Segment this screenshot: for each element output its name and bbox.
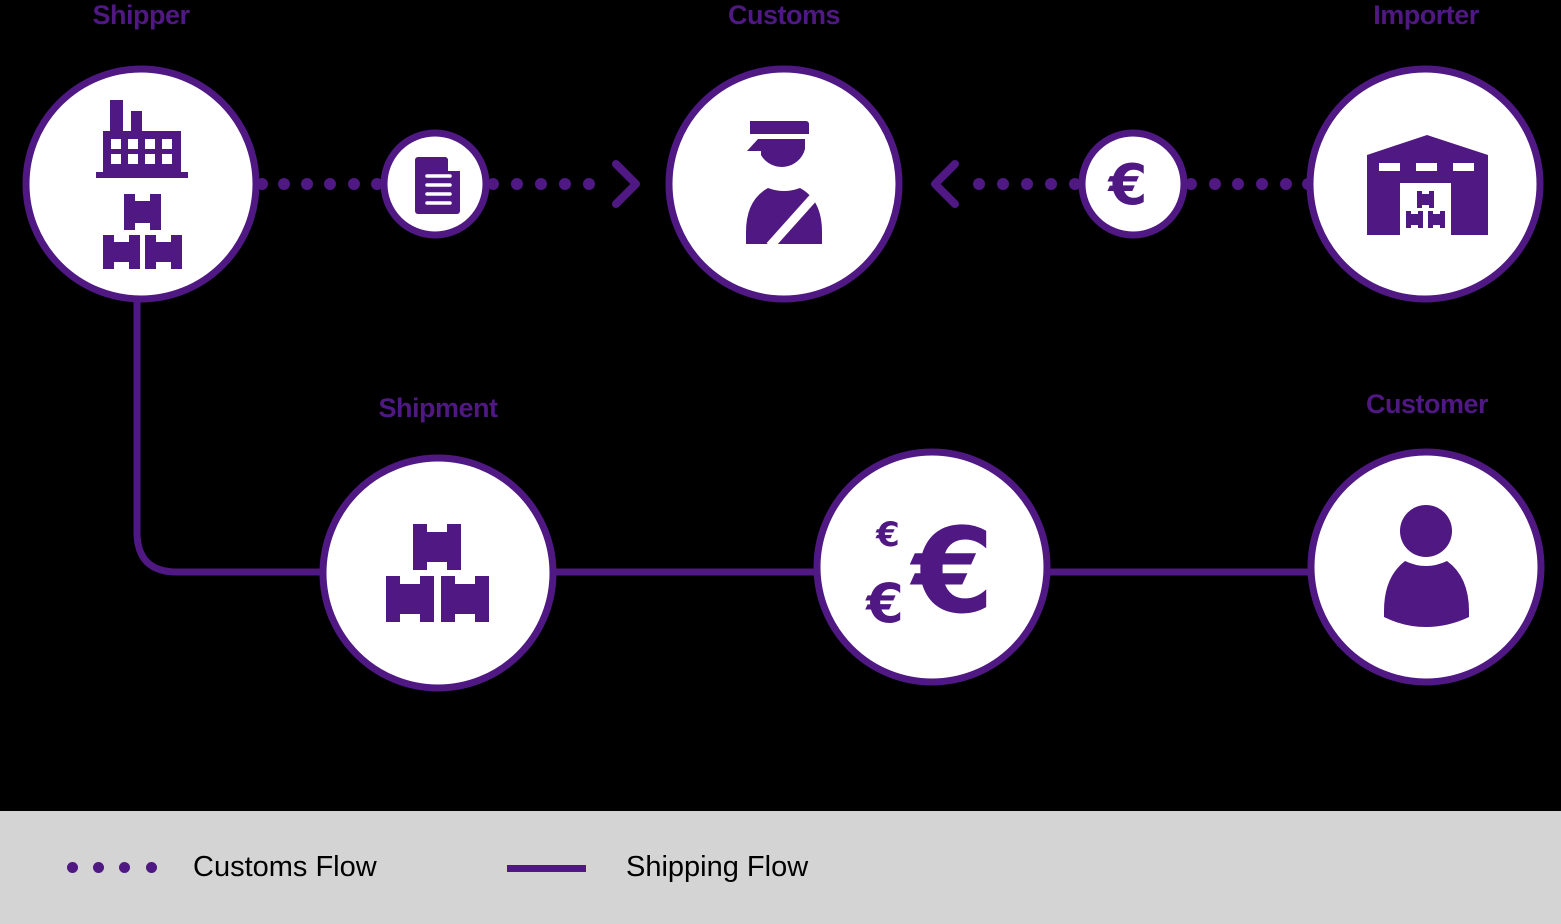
node-customer [1307,448,1545,686]
shipping-flow-legend-icon [507,865,586,872]
node-importer [1306,65,1544,303]
label-shipment: Shipment [378,393,498,423]
legend [0,811,1561,924]
euros-icon: € € € [864,502,994,640]
label-importer: Importer [1373,0,1479,30]
connector-document [380,129,490,239]
document-icon [415,157,460,214]
node-shipment [319,454,557,692]
euro-icon: € [1107,153,1148,218]
svg-text:€: € [875,515,900,555]
boxes-icon [386,524,489,622]
label-customer: Customer [1365,389,1489,419]
arrow-left-icon [931,160,959,208]
connector-euro: € [1078,129,1188,239]
customs-flow-dots-right [973,178,1314,190]
label-customs: Customs [727,0,841,30]
node-payment: € € € [813,448,1051,686]
node-shipper [22,65,260,303]
customs-flow-dots-left [256,178,595,190]
customs-officer-icon [746,121,822,244]
node-customs [665,65,903,303]
legend-shipping-flow: Shipping Flow [626,851,809,883]
arrow-right-icon [612,160,640,208]
factory-icon [96,100,188,178]
svg-text:€: € [864,572,904,635]
label-shipper: Shipper [92,0,190,30]
shipping-flow-line [133,300,1310,576]
warehouse-icon [1367,135,1488,235]
person-icon [1384,505,1469,627]
svg-text:€: € [909,502,994,640]
legend-customs-flow: Customs Flow [193,851,377,883]
boxes-icon [103,194,182,269]
